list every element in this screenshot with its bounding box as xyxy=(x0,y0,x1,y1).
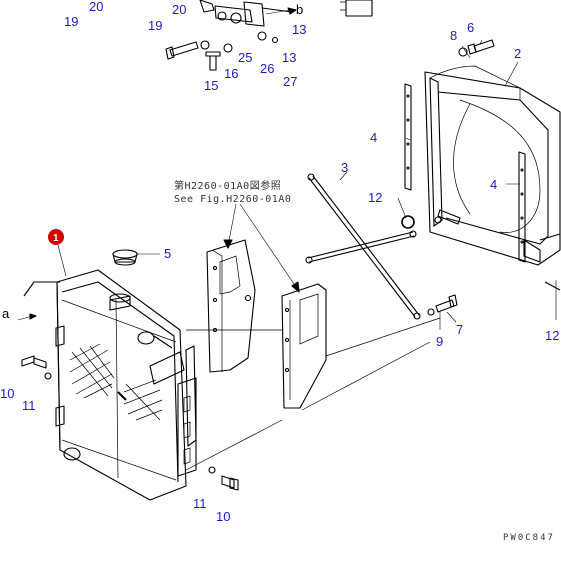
callout-15: 15 xyxy=(204,78,218,93)
bolts-left xyxy=(21,355,52,380)
callout-3: 3 xyxy=(341,160,348,175)
callout-letter-b: b xyxy=(296,2,303,17)
callout-19: 19 xyxy=(148,18,162,33)
callout-12-edge: 12 xyxy=(545,328,559,343)
stay-rods xyxy=(305,173,421,320)
reference-note-english: See Fig.H2260-01A0 xyxy=(174,194,291,205)
callout-4-left: 4 xyxy=(370,130,377,145)
drawing-code: PW0C847 xyxy=(503,533,555,543)
callout-27: 27 xyxy=(283,74,297,89)
highlight-number: 1 xyxy=(53,233,59,244)
callout-16: 16 xyxy=(224,66,238,81)
bolt-8-6 xyxy=(458,39,495,57)
callout-4-right: 4 xyxy=(490,177,497,192)
callout-20: 20 xyxy=(172,2,186,17)
callout-9: 9 xyxy=(436,334,443,349)
callout-7: 7 xyxy=(456,322,463,337)
side-cover-outer xyxy=(281,283,327,409)
highlight-dot-icon xyxy=(48,229,64,245)
callout-6: 6 xyxy=(467,20,474,35)
radiator-cap xyxy=(112,249,160,266)
callout-13-b: 13 xyxy=(282,50,296,65)
callout-8: 8 xyxy=(450,28,457,43)
reference-note-japanese: 第H2260-01A0図参照 xyxy=(174,179,281,192)
callout-20-top: 20 xyxy=(89,0,103,14)
callout-26: 26 xyxy=(260,61,274,76)
part-callouts: 19 20 20 19 13 13 25 16 26 15 27 8 6 2 4… xyxy=(0,0,559,524)
bolts-bottom xyxy=(208,466,239,491)
callout-11-left: 11 xyxy=(22,398,36,413)
seal-strips xyxy=(404,83,526,263)
callout-13-a: 13 xyxy=(292,22,306,37)
callout-letter-a: a xyxy=(2,306,10,321)
callout-19-top: 19 xyxy=(64,14,78,29)
upper-linkage-assembly xyxy=(165,0,373,71)
callout-10-bottom: 10 xyxy=(216,509,230,524)
highlight-marker: 1 xyxy=(48,229,67,277)
radiator-assembly xyxy=(23,269,197,501)
bolt-9-7 xyxy=(427,294,458,316)
fan-shroud xyxy=(424,65,561,291)
callout-25: 25 xyxy=(238,50,252,65)
side-cover-inner xyxy=(206,239,256,373)
callout-5: 5 xyxy=(164,246,171,261)
callout-2: 2 xyxy=(514,46,521,61)
callout-10-left: 10 xyxy=(0,386,14,401)
callout-11-bottom: 11 xyxy=(193,496,207,511)
callout-12: 12 xyxy=(368,190,382,205)
